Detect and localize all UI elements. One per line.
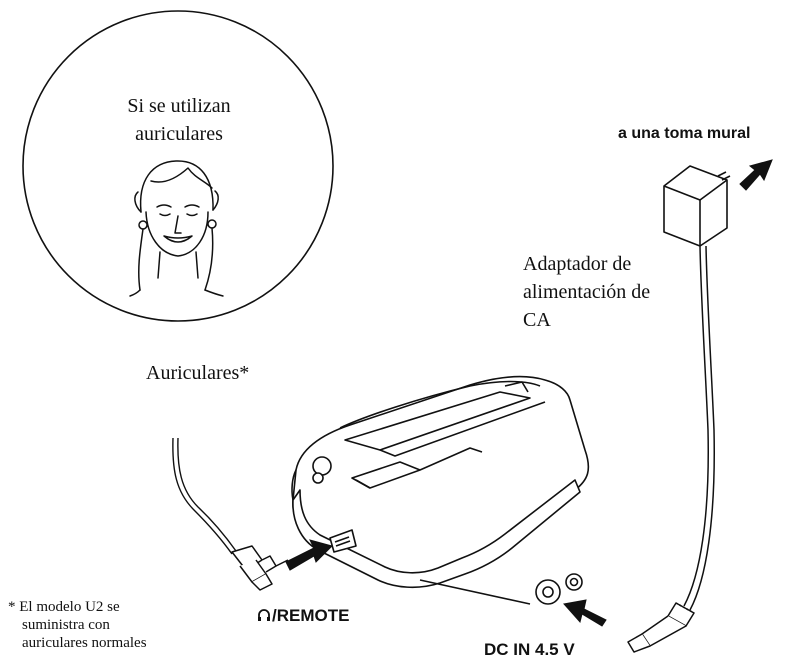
- circle-caption-line-2: auriculares: [135, 123, 223, 145]
- adapter-label-line-3: CA: [523, 309, 551, 331]
- person-with-earphones-icon: [129, 160, 224, 297]
- cd-player-icon: [291, 375, 590, 605]
- footnote-line-1: * El modelo U2 se: [8, 599, 120, 615]
- arrow-to-headphone-jack-icon: [285, 539, 333, 571]
- circle-caption: Si se utilizan auriculares: [104, 92, 254, 148]
- magnify-circle: [22, 10, 334, 322]
- adapter-label-line-2: alimentación de: [523, 281, 651, 303]
- dc-plug-icon: [627, 602, 695, 653]
- ac-power-adapter-icon: [663, 165, 731, 247]
- headphones-label: Auriculares*: [146, 362, 250, 384]
- circle-caption-line-1: Si se utilizan: [127, 95, 231, 117]
- remote-jack-text: /REMOTE: [272, 606, 350, 625]
- footnote-line-3: auriculares normales: [22, 635, 147, 651]
- adapter-cable: [689, 245, 715, 611]
- adapter-label: Adaptador de alimentación de CA: [523, 250, 703, 334]
- headphones-icon: [258, 609, 270, 621]
- footnote-line-2: suministra con: [22, 617, 110, 633]
- arrow-to-dc-in-icon: [563, 599, 607, 627]
- arrow-to-outlet-icon: [739, 159, 773, 191]
- adapter-label-line-1: Adaptador de: [523, 253, 632, 275]
- remote-jack-label: /REMOTE: [257, 606, 349, 626]
- headphone-plug-icon: [231, 545, 289, 591]
- headphone-cable: [172, 437, 233, 555]
- footnote: * El modelo U2 se suministra con auricul…: [8, 598, 147, 652]
- dc-in-label: DC IN 4.5 V: [484, 640, 575, 659]
- wall-outlet-label: a una toma mural: [618, 125, 751, 142]
